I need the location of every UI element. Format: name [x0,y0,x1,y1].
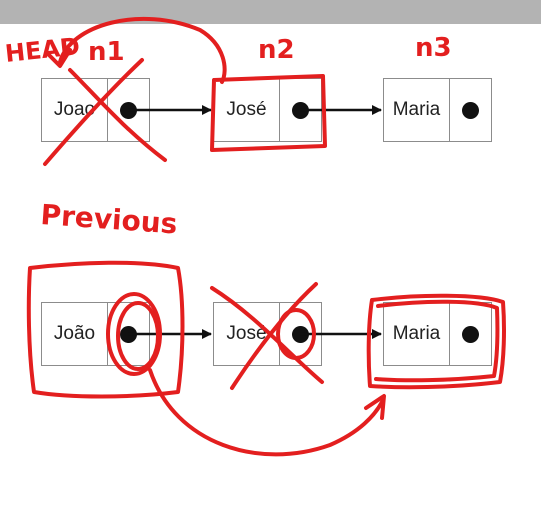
pointer-dot-icon [462,325,479,343]
node-value: Maria [384,79,450,141]
pointer-highlight-circle [116,301,160,371]
maria-highlight-box [366,293,506,390]
node-pointer [450,303,491,365]
jose-pointer-circle [276,308,316,360]
node-value: Maria [384,303,450,365]
maria-highlight-box [374,299,500,383]
head-label: HEAD [4,32,82,68]
n2-highlight-box [210,74,327,152]
node-pointer [450,79,491,141]
n2-label: n2 [258,35,295,65]
head-move-arrowhead [46,48,72,68]
n1-label: n1 [88,37,125,67]
cross-mark-n1 [68,68,167,162]
joao-highlight-box [26,260,185,399]
node-value: José [214,79,280,141]
window-top-bar [0,0,541,24]
pointer-highlight-circle [106,292,162,376]
cross-mark-jose [230,282,318,390]
n3-label: n3 [415,33,452,63]
pointer-dot-icon [462,101,479,119]
head-move-arrow [58,16,227,84]
cross-mark-n1 [43,58,144,166]
previous-skip-arrow [148,368,384,457]
top-node-n3: Maria [383,78,492,142]
previous-label: Previous [40,198,179,240]
previous-skip-arrowhead [364,394,386,420]
bottom-node-3: Maria [383,302,492,366]
